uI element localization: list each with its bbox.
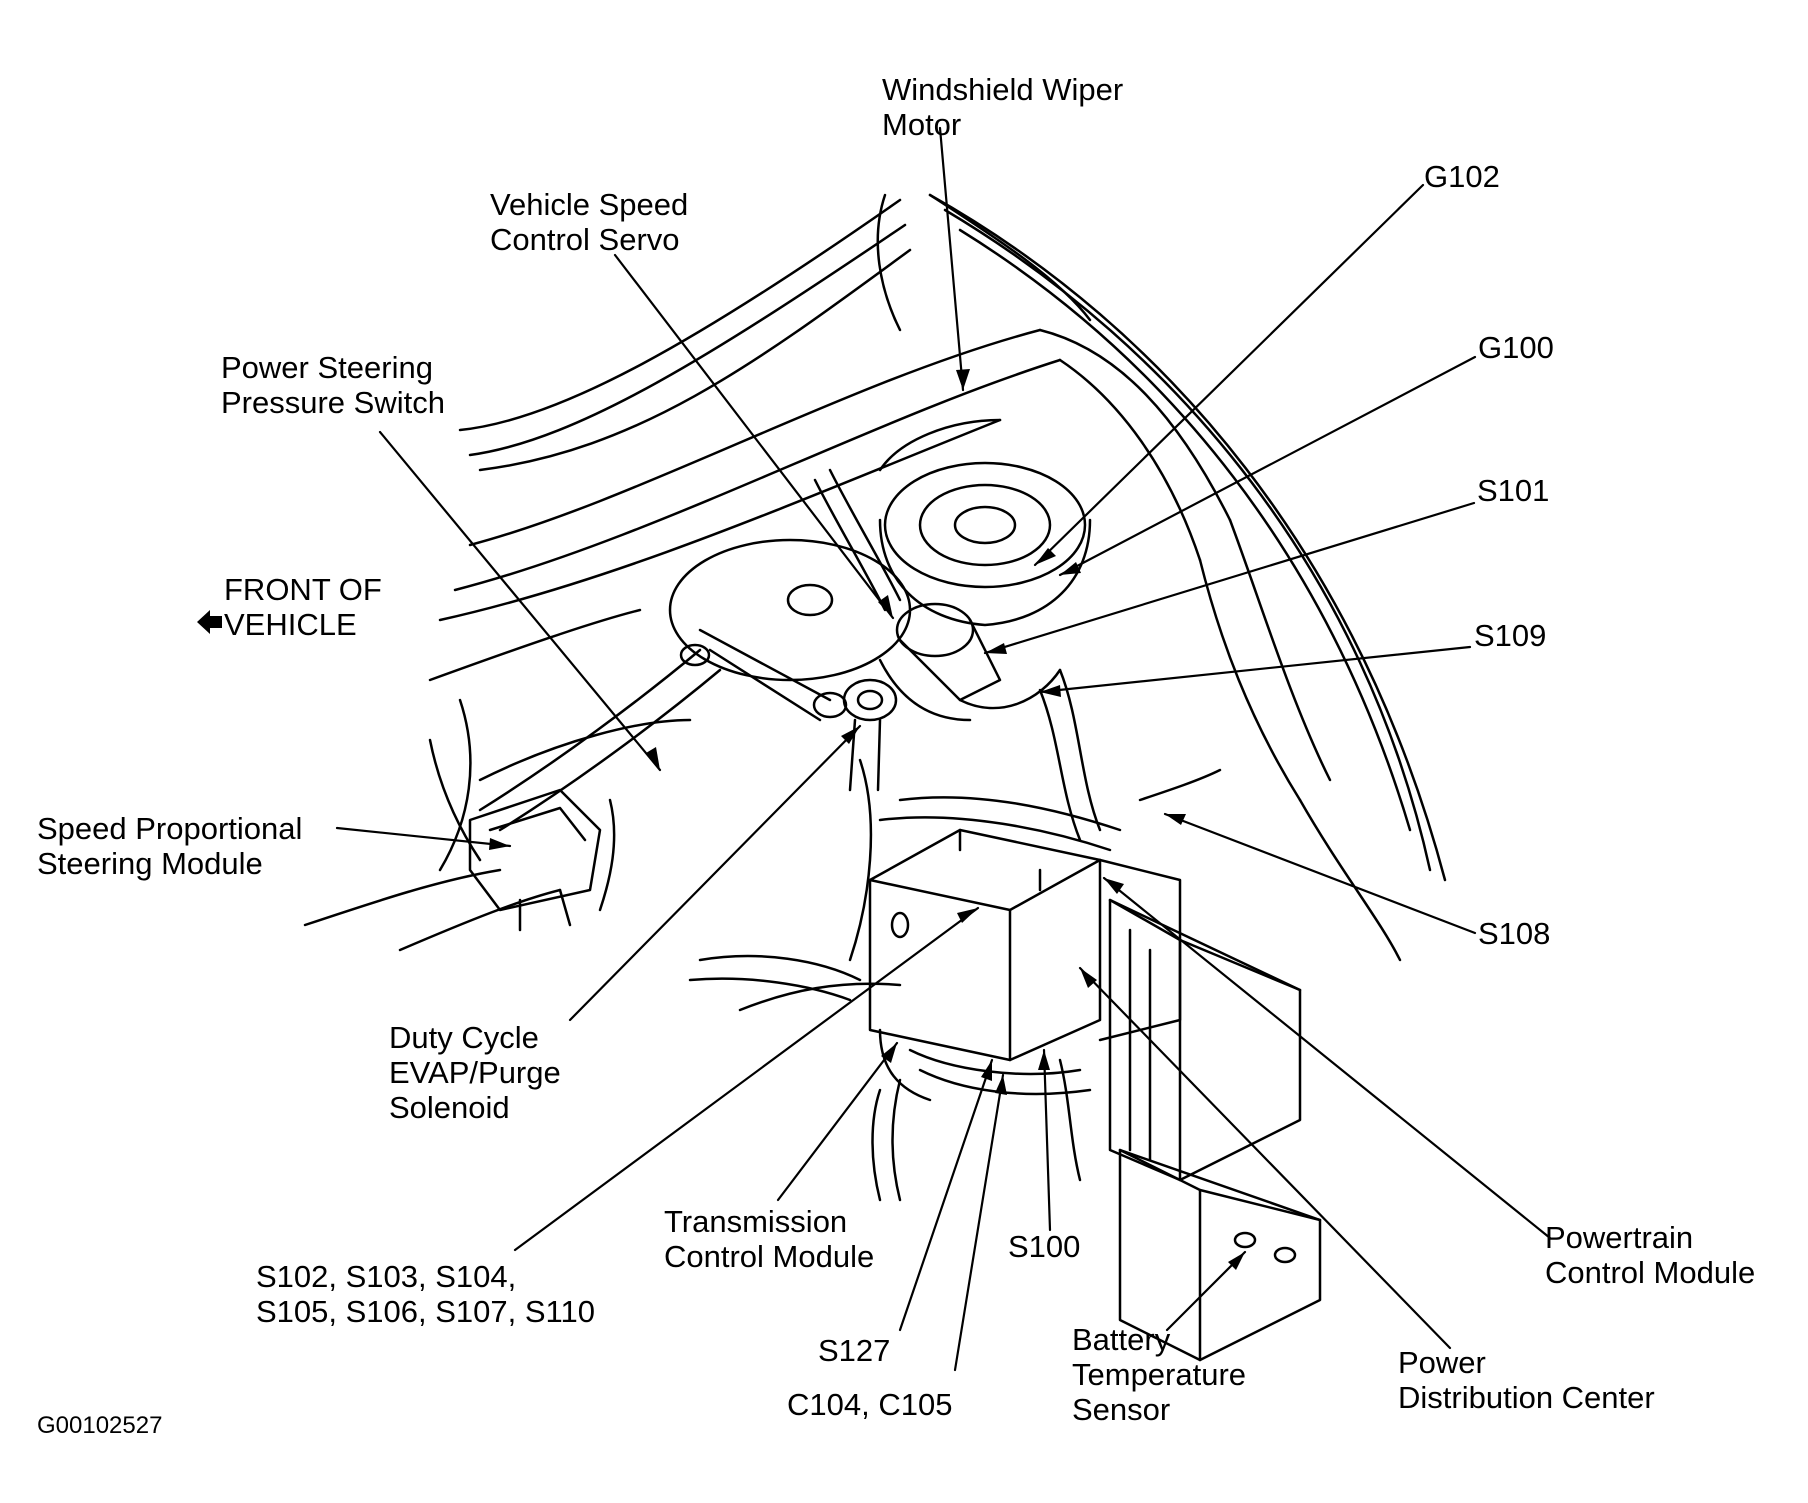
leader-windshield-wiper-motor [938,126,965,392]
label-line: S108 [1478,916,1551,951]
label-g100: G100 [1478,330,1554,365]
label-power-steering-pressure-switch: Power Steering Pressure Switch [221,350,445,420]
label-line: Vehicle Speed [490,187,689,222]
steering-module-body [468,718,692,932]
label-line: Power Steering [221,350,433,385]
label-line: G102 [1424,159,1500,194]
leader-s127 [898,1058,994,1332]
power-distribution-center-body [1108,898,1302,1182]
leader-vehicle-speed-control-servo [613,253,895,620]
label-line: S102, S103, S104, [256,1259,517,1294]
label-line: Transmission [664,1204,848,1239]
label-line: Motor [882,107,962,142]
leader-s101 [983,501,1476,655]
label-line: Distribution Center [1398,1380,1655,1415]
label-line: Control Module [664,1239,875,1274]
label-line: Battery [1072,1322,1171,1357]
label-line: Windshield Wiper [882,72,1124,107]
leader-arrowheads [489,369,1245,1270]
fender-outline [458,193,1447,882]
label-line: VEHICLE [224,607,357,642]
label-line: Speed Proportional [37,811,303,846]
leader-power-distribution-center [1078,966,1452,1350]
label-line: Control Servo [490,222,680,257]
leader-lines [335,126,1552,1372]
label-line: Duty Cycle [389,1020,539,1055]
leader-s109 [1038,645,1472,694]
label-s127: S127 [818,1333,890,1368]
wiring-harness [478,468,1222,1202]
label-line: Solenoid [389,1090,510,1125]
label-line: G100 [1478,330,1554,365]
label-splices-group: S102, S103, S104, S105, S106, S107, S110 [256,1259,595,1329]
label-line: EVAP/Purge [389,1055,561,1090]
strut-tower [878,418,1092,627]
leader-duty-cycle-evap [568,724,862,1022]
label-line: S109 [1474,618,1547,653]
label-battery-temperature-sensor: Battery Temperature Sensor [1072,1322,1246,1427]
label-c104-c105: C104, C105 [787,1387,952,1422]
label-vehicle-speed-control-servo: Vehicle Speed Control Servo [490,187,688,257]
speed-control-servo [878,602,1002,722]
leader-transmission-control-module [776,1041,899,1202]
label-s108: S108 [1478,916,1550,951]
label-line: Control Module [1545,1255,1756,1290]
label-powertrain-control-module: Powertrain Control Module [1545,1220,1755,1290]
label-duty-cycle-evap-purge-solenoid: Duty Cycle EVAP/Purge Solenoid [389,1020,561,1125]
label-line: Powertrain [1545,1220,1694,1255]
label-s100: S100 [1008,1229,1080,1264]
cowl-structure [428,328,1402,962]
label-s109: S109 [1474,618,1546,653]
brake-booster-area [668,538,912,722]
label-power-distribution-center: Power Distribution Center [1398,1345,1655,1415]
leader-splices-group [513,906,980,1252]
label-line: Power [1398,1345,1486,1380]
label-line: S101 [1477,473,1550,508]
label-line: S127 [818,1333,891,1368]
label-line: Steering Module [37,846,263,881]
label-windshield-wiper-motor: Windshield Wiper Motor [882,72,1123,142]
battery-body [1118,1148,1322,1362]
leader-powertrain-control-module [1102,876,1552,1240]
leader-g100 [1058,355,1477,577]
leader-power-steering-pressure-switch [378,430,662,772]
leader-s108 [1163,812,1477,935]
label-line: Temperature [1072,1357,1247,1392]
label-line: S105, S106, S107, S110 [256,1294,595,1329]
label-speed-proportional-steering-module: Speed Proportional Steering Module [37,811,302,881]
left-wheel-well [303,698,902,1012]
label-line: S100 [1008,1229,1081,1264]
label-g102: G102 [1424,159,1500,194]
front-arrow-icon [197,610,222,634]
leader-c104-c105 [953,1073,1005,1372]
label-s101: S101 [1477,473,1549,508]
front-of-vehicle-label: FRONT OF VEHICLE [224,572,382,642]
label-line: FRONT OF [224,572,382,607]
leader-g102 [1033,183,1425,567]
leader-s100 [1042,1048,1052,1232]
control-modules [868,828,1182,1102]
label-line: Sensor [1072,1392,1171,1427]
label-line: Pressure Switch [221,385,445,420]
label-transmission-control-module: Transmission Control Module [664,1204,874,1274]
leader-speed-proportional-steering-module [335,826,512,848]
label-line: C104, C105 [787,1387,953,1422]
figure-id: G00102527 [37,1412,163,1439]
